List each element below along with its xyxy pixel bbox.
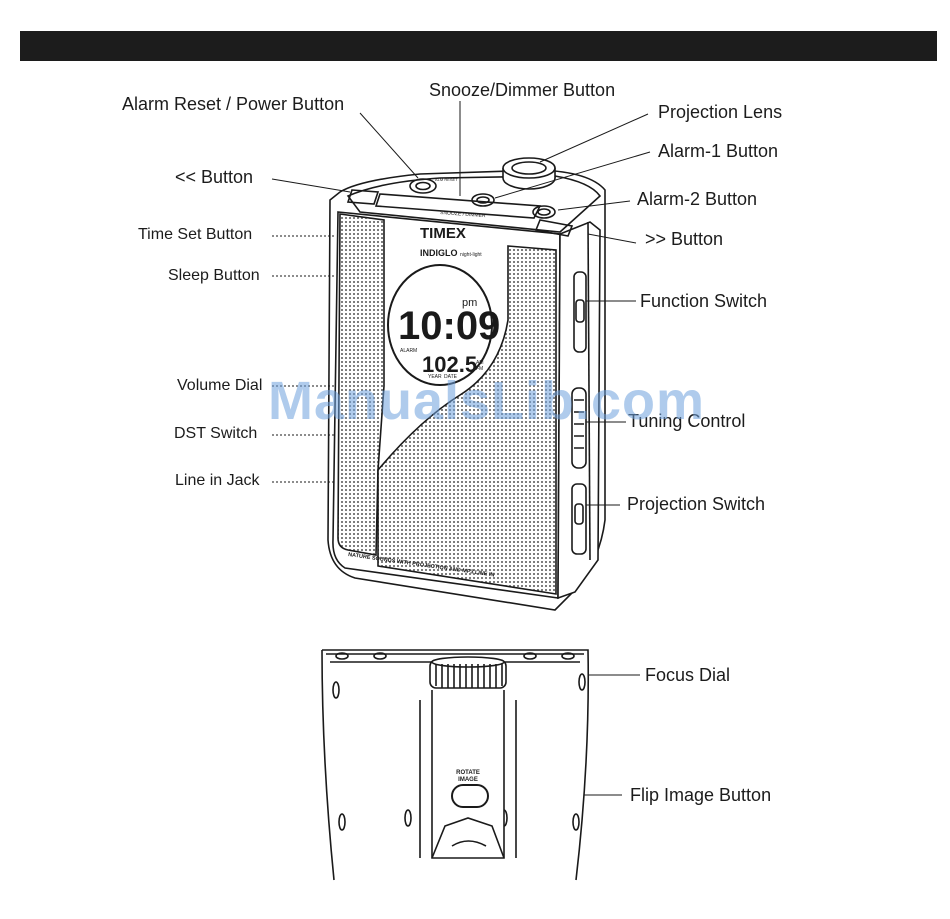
rotate-image-text-2: IMAGE [458,777,478,783]
am-tag: AM [476,360,484,366]
freq-display: 102.5 [422,352,477,377]
right-speaker-grille [377,245,557,595]
alarm-tag: ALARM [400,348,417,354]
left-speaker-grille [337,213,385,556]
label-prev-button: << Button [175,167,254,187]
flip-image-button-shape [451,784,489,808]
projection-switch-shape [571,483,587,555]
projector-housing [431,690,505,859]
lcd-window [387,264,493,386]
alarm2-button-shape [532,205,556,219]
label-alarm2: Alarm-2 Button [637,189,758,209]
label-function-switch: Function Switch [640,291,768,311]
snooze-dimmer-text: SNOOZE / DIMMER [440,210,486,219]
label-line-in-jack: Line in Jack [175,472,260,489]
label-dst-switch: DST Switch [174,425,258,442]
label-flip-image: Flip Image Button [630,785,772,805]
prev-button-shape [346,189,380,205]
date-tag: DATE [444,374,458,380]
label-projection-lens: Projection Lens [658,102,783,122]
function-switch-shape [573,271,587,353]
label-snooze-dimmer: Snooze/Dimmer Button [429,80,616,100]
header-bar [20,31,937,61]
label-projection-switch: Projection Switch [627,494,766,514]
time-display: 10:09 [398,304,500,348]
watermark: ManualsLib.com [268,371,706,431]
label-volume-dial: Volume Dial [177,377,263,394]
alarm-reset-text: ALM RESET [435,177,458,182]
label-sleep: Sleep Button [168,267,260,284]
fm-tag: FM [476,366,483,372]
power-button-shape [409,178,437,194]
label-focus-dial: Focus Dial [645,665,731,685]
rotate-image-text-1: ROTATE [456,770,480,776]
subbrand-tag-text: night-light [460,252,482,258]
alarm1-button-shape [471,193,495,207]
brand-text: TIMEX [420,225,466,242]
next-button-shape [534,219,574,237]
label-alarm1: Alarm-1 Button [658,141,779,161]
year-tag: YEAR [428,374,442,380]
label-time-set: Time Set Button [138,226,253,243]
label-alarm-reset-power: Alarm Reset / Power Button [122,94,345,114]
pm-indicator: pm [462,297,477,309]
label-next-button: >> Button [645,229,724,249]
label-tuning-control: Tuning Control [628,411,746,431]
subbrand-text: INDIGLO [420,248,458,258]
